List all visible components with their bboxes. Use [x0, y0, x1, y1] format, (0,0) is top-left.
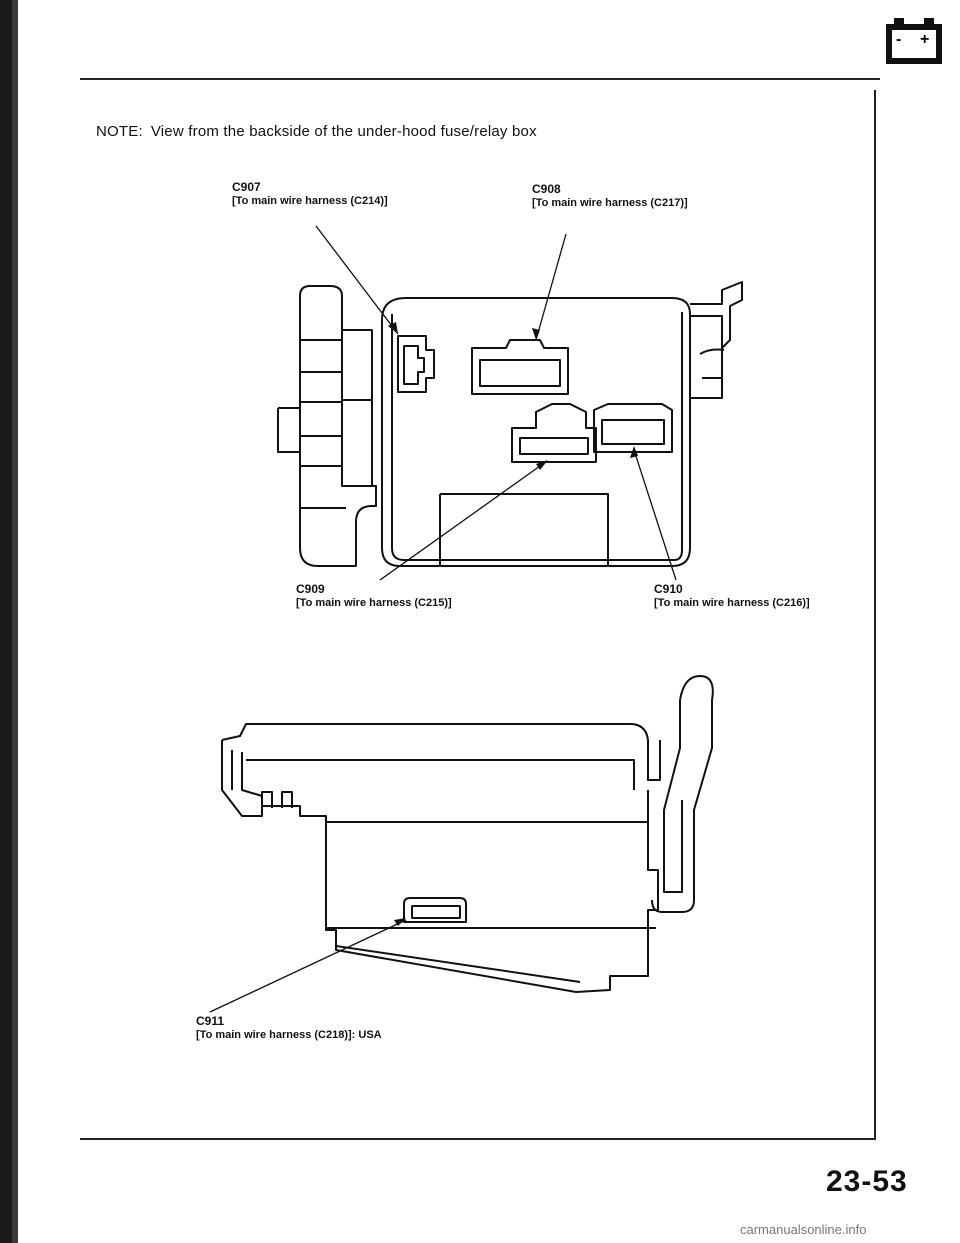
- page-number: 23-53: [826, 1165, 908, 1198]
- connector-label-c911: C911 [To main wire harness (C218)]: USA: [196, 1014, 382, 1042]
- connector-label-c910: C910 [To main wire harness (C216)]: [654, 582, 810, 610]
- note-prefix: NOTE:: [96, 123, 143, 140]
- connector-label-c907: C907 [To main wire harness (C214)]: [232, 180, 388, 208]
- watermark[interactable]: carmanualsonline.info: [740, 1222, 867, 1237]
- note: NOTE: View from the backside of the unde…: [96, 123, 537, 140]
- connector-code: C907: [232, 180, 261, 194]
- connector-description: [To main wire harness (C214)]: [232, 195, 388, 207]
- binder-edge-shadow: [12, 0, 18, 1243]
- top-rule: [80, 78, 880, 80]
- connector-code: C908: [532, 182, 561, 196]
- connector-description: [To main wire harness (C218)]: USA: [196, 1029, 382, 1041]
- fuse-box-back-view: [277, 225, 743, 581]
- note-text: View from the backside of the under-hood…: [150, 123, 537, 140]
- fuse-box-side-view: [209, 675, 714, 1013]
- connector-description: [To main wire harness (C215)]: [296, 597, 452, 609]
- binder-edge: [0, 0, 12, 1243]
- battery-minus-sign: -: [896, 31, 901, 48]
- connector-label-c909: C909 [To main wire harness (C215)]: [296, 582, 452, 610]
- battery-plus-sign: +: [920, 31, 929, 48]
- connector-code: C909: [296, 582, 325, 596]
- connector-description: [To main wire harness (C217)]: [532, 197, 688, 209]
- connector-label-c908: C908 [To main wire harness (C217)]: [532, 182, 688, 210]
- page-frame: [80, 90, 876, 1140]
- battery-icon: - +: [886, 18, 942, 64]
- connector-code: C911: [196, 1014, 225, 1028]
- connector-description: [To main wire harness (C216)]: [654, 597, 810, 609]
- connector-code: C910: [654, 582, 683, 596]
